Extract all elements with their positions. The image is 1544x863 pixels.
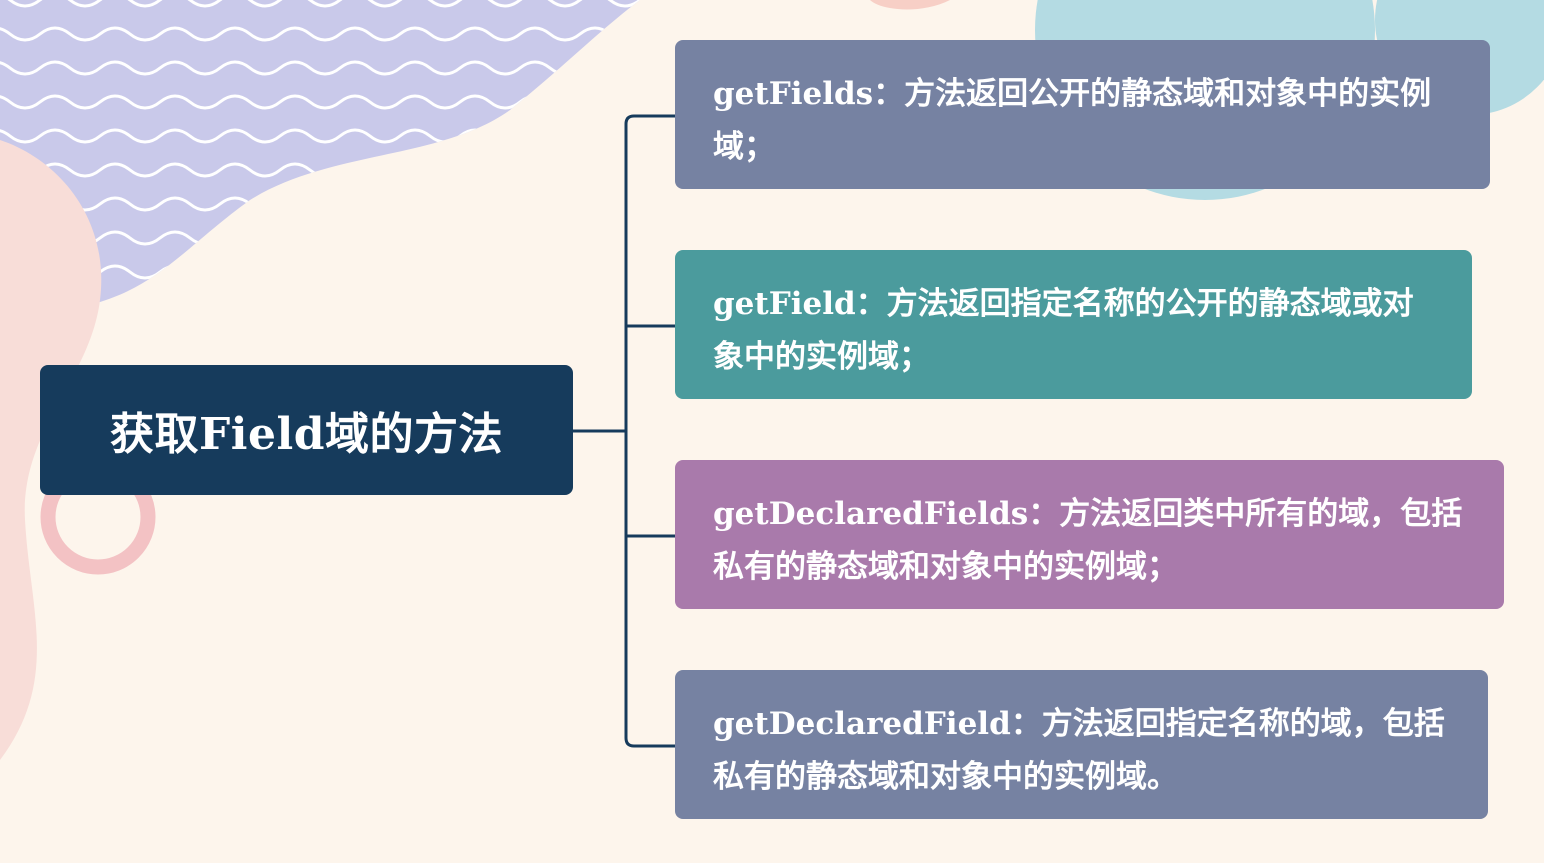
lavender-blob-shape bbox=[0, 0, 640, 310]
child-node-getfield: getField：方法返回指定名称的公开的静态域或对象中的实例域； bbox=[675, 250, 1472, 399]
root-node: 获取Field域的方法 bbox=[40, 365, 573, 495]
peach-arc-shape bbox=[870, 0, 950, 10]
child-node-getfields: getFields：方法返回公开的静态域和对象中的实例域； bbox=[675, 40, 1490, 189]
child-node-text: getField：方法返回指定名称的公开的静态域或对象中的实例域； bbox=[713, 286, 1414, 375]
child-node-getdeclaredfields: getDeclaredFields：方法返回类中所有的域，包括私有的静态域和对象… bbox=[675, 460, 1504, 609]
child-node-text: getDeclaredField：方法返回指定名称的域，包括私有的静态域和对象中… bbox=[713, 706, 1445, 795]
child-node-text: getFields：方法返回公开的静态域和对象中的实例域； bbox=[713, 76, 1432, 165]
connector-trunk-line bbox=[624, 114, 675, 748]
child-node-getdeclaredfield: getDeclaredField：方法返回指定名称的域，包括私有的静态域和对象中… bbox=[675, 670, 1488, 819]
root-node-label: 获取Field域的方法 bbox=[110, 409, 503, 460]
child-node-text: getDeclaredFields：方法返回类中所有的域，包括私有的静态域和对象… bbox=[713, 496, 1463, 585]
pink-blob-shape bbox=[0, 140, 102, 760]
wave-line bbox=[0, 26, 640, 42]
